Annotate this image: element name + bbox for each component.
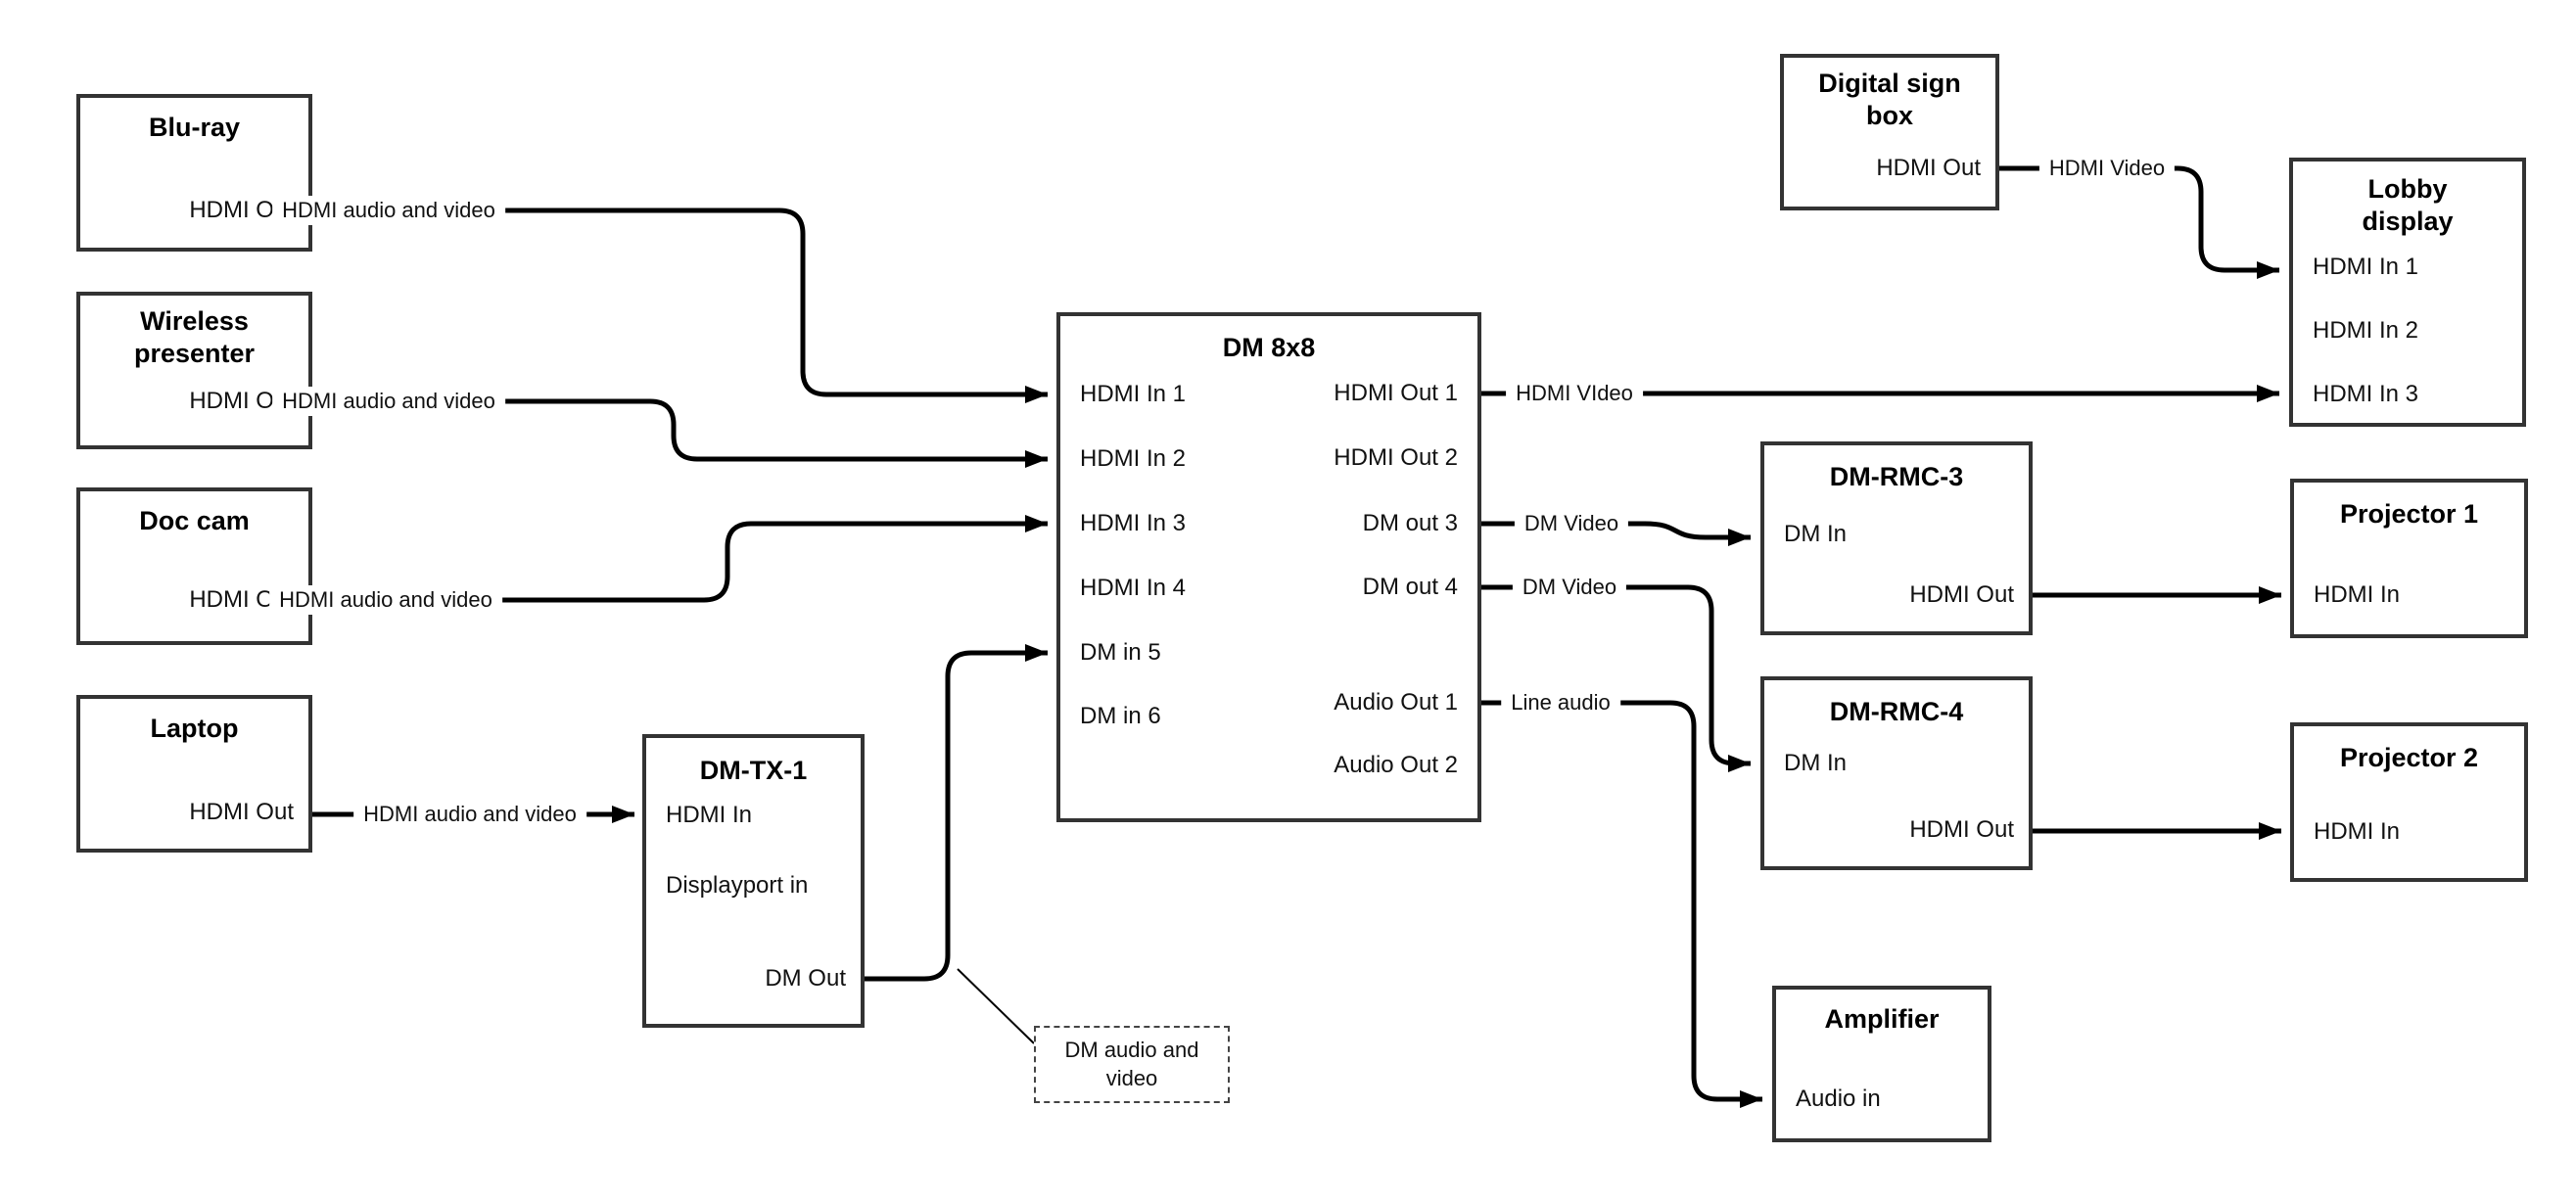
wire-dm8x8-dm-out-3-to-dm-rmc-3-dm-in: [1466, 521, 1751, 546]
node-title: Blu-ray: [148, 113, 241, 142]
node-title: DM-RMC-3: [1829, 462, 1964, 491]
port-hdmi-out: HDMI Out: [1876, 155, 1981, 181]
wire-label-line-audio: Line audio: [1501, 688, 1620, 717]
port-hdmi-in-4: HDMI In 4: [1080, 575, 1187, 601]
port-audio-out-2: Audio Out 2: [1334, 752, 1458, 778]
node-projector-1: Projector 1 HDMI In: [2290, 479, 2528, 638]
wire-label-dm-video-out-4: DM Video: [1512, 573, 1627, 602]
port-hdmi-in-1: HDMI In 1: [1080, 381, 1187, 407]
node-title: Projector 2: [2339, 743, 2479, 772]
node-dm-tx-1: DM-TX-1 HDMI In Displayport in DM Out: [642, 734, 865, 1028]
wire-label-laptop-hdmi: HDMI audio and video: [353, 800, 586, 829]
annotation-leader-line: [957, 968, 1035, 1044]
port-hdmi-in-3: HDMI In 3: [1080, 510, 1187, 536]
wire-label-hdmi-video-out-1: HDMI VIdeo: [1506, 379, 1643, 408]
node-dm-rmc-4: DM-RMC-4 DM In HDMI Out: [1760, 676, 2033, 870]
wire-doc-cam-to-dm8x8-hdmi-in-3: [312, 515, 1048, 603]
node-amplifier: Amplifier Audio in: [1772, 986, 1991, 1142]
node-title: DM-RMC-4: [1829, 697, 1964, 726]
port-hdmi-out: HDMI Out: [1909, 581, 2014, 608]
wire-dm8x8-audio-out-1-to-amplifier-audio-in: [1466, 700, 1762, 1108]
wire-digital-sign-box-to-lobby-display-hdmi-in-1: [1999, 165, 2279, 279]
node-title: DM-TX-1: [699, 756, 808, 785]
port-dm-in-6: DM in 6: [1080, 703, 1161, 729]
node-title: Wireless presenter: [133, 306, 256, 369]
port-dm-in: DM In: [1784, 521, 1848, 547]
wire-label-wireless-hdmi: HDMI audio and video: [272, 387, 505, 416]
port-audio-in: Audio in: [1796, 1086, 1881, 1112]
port-dm-out-4: DM out 4: [1362, 574, 1458, 600]
node-title: Digital sign box: [1818, 69, 1961, 131]
node-title: Amplifier: [1824, 1004, 1940, 1034]
annotation-text: DM audio and video: [1064, 1037, 1199, 1090]
port-hdmi-out: HDMI Out: [189, 799, 294, 825]
node-wireless-presenter: Wireless presenter HDMI Out: [76, 292, 312, 449]
port-displayport-in: Displayport in: [666, 872, 809, 899]
annotation-dm-audio-and-video: DM audio and video: [1034, 1026, 1230, 1103]
port-hdmi-in: HDMI In: [2314, 581, 2401, 608]
node-bluray: Blu-ray HDMI Out: [76, 94, 312, 252]
wire-label-dm-video-out-3: DM Video: [1514, 509, 1629, 538]
port-hdmi-in: HDMI In: [666, 802, 753, 828]
node-digital-sign-box: Digital sign box HDMI Out: [1780, 54, 1999, 210]
port-hdmi-in-2: HDMI In 2: [1080, 445, 1187, 472]
node-laptop: Laptop HDMI Out: [76, 695, 312, 853]
wire-label-digital-sign-hdmi-video: HDMI Video: [2038, 154, 2176, 183]
wire-label-bluray-hdmi: HDMI audio and video: [272, 196, 505, 225]
port-hdmi-in-3: HDMI In 3: [2313, 381, 2419, 407]
wire-bluray-to-dm8x8-hdmi-in-1: [312, 208, 1048, 403]
node-title: DM 8x8: [1222, 333, 1316, 362]
port-hdmi-in-2: HDMI In 2: [2313, 317, 2419, 344]
port-hdmi-out-2: HDMI Out 2: [1334, 444, 1458, 471]
node-title: Doc cam: [139, 506, 250, 535]
port-dm-out: DM Out: [765, 965, 846, 992]
port-dm-out-3: DM out 3: [1362, 510, 1458, 536]
port-hdmi-out: HDMI Out: [1909, 816, 2014, 843]
node-dm-rmc-3: DM-RMC-3 DM In HDMI Out: [1760, 441, 2033, 635]
node-title: Lobby display: [2362, 174, 2454, 237]
node-title: Laptop: [150, 714, 239, 743]
node-title: Projector 1: [2339, 499, 2479, 529]
wire-dm8x8-dm-out-4-to-dm-rmc-4-dm-in: [1466, 584, 1751, 772]
port-hdmi-in: HDMI In: [2314, 818, 2401, 845]
wire-wireless-presenter-to-dm8x8-hdmi-in-2: [312, 398, 1048, 468]
port-hdmi-out-1: HDMI Out 1: [1334, 380, 1458, 406]
wire-dm-tx-1-dm-out-to-dm8x8-dm-in-5: [865, 644, 1048, 982]
port-dm-in: DM In: [1784, 750, 1848, 776]
port-dm-in-5: DM in 5: [1080, 639, 1161, 666]
port-audio-out-1: Audio Out 1: [1334, 689, 1458, 716]
node-projector-2: Projector 2 HDMI In: [2290, 722, 2528, 882]
node-doc-cam: Doc cam HDMI Out: [76, 487, 312, 645]
node-dm-8x8: DM 8x8 HDMI In 1 HDMI In 2 HDMI In 3 HDM…: [1056, 312, 1481, 822]
node-lobby-display: Lobby display HDMI In 1 HDMI In 2 HDMI I…: [2289, 158, 2526, 427]
port-hdmi-in-1: HDMI In 1: [2313, 254, 2419, 280]
wire-label-doc-cam-hdmi: HDMI audio and video: [269, 585, 502, 615]
